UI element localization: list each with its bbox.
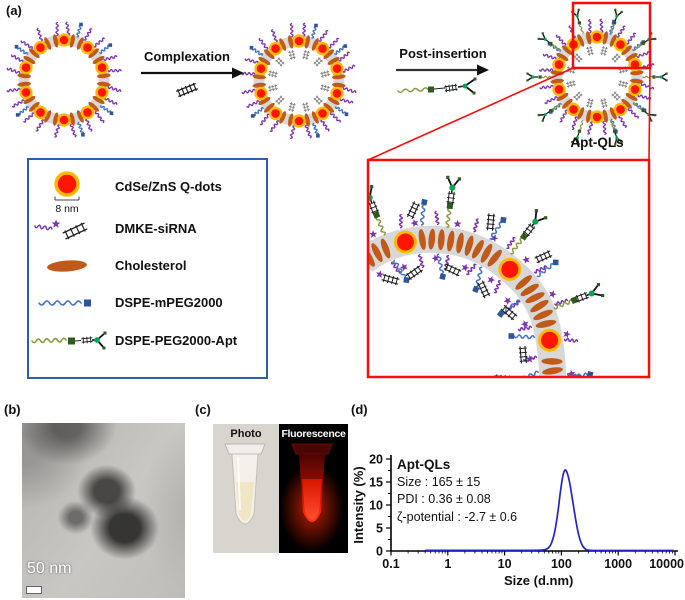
legend-label-dspe-apt: DSPE-PEG2000-Apt [115,333,238,348]
liposome-plain [6,21,122,138]
zoom-connector-lines [367,67,651,161]
stats-title: Apt-QLs [397,457,451,472]
legend-label-cholesterol: Cholesterol [115,258,187,273]
legend-label-qdots: CdSe/ZnS Q-dots [115,179,222,194]
legend-box: 8 nm CdSe/ZnS Q-dots DMKE-siRNA Choleste… [27,158,268,379]
tube-photos [213,424,348,553]
svg-text:1: 1 [444,557,451,571]
liposome-apt-qls [526,8,668,146]
svg-text:0: 0 [376,545,383,559]
svg-text:100: 100 [551,557,572,571]
fluorescence-label: Fluorescence [281,428,346,440]
tem-image [22,423,185,598]
apt-qls-label: Apt-QLs [570,135,624,150]
tem-scale-bar [26,586,42,594]
svg-text:5: 5 [376,522,383,536]
dspe-peg-apt-icon [397,77,477,95]
sirna-icon [175,82,199,98]
stats-zeta: ζ-potential : -2.7 ± 0.6 [397,509,518,524]
size-distribution-chart: 0 5 10 15 20 0.1 1 10 100 1000 10000 Intensity (%) S… [351,453,684,589]
liposome-sirna [240,22,357,139]
legend-icons [31,171,107,350]
panel-a-schematic [6,1,668,379]
svg-text:Size (d.nm): Size (d.nm) [504,573,573,588]
complexation-label: Complexation [144,49,230,64]
panel-b-label: (b) [4,402,21,417]
dls-stats: Apt-QLs Size : 165 ± 15 PDI : 0.36 ± 0.0… [397,456,517,526]
dls-curve [425,469,674,552]
svg-text:10: 10 [498,557,512,571]
panel-d-label: (d) [351,402,368,417]
legend-label-sirna: DMKE-siRNA [115,221,197,236]
panel-a-label: (a) [6,3,22,18]
svg-text:0.1: 0.1 [382,557,399,571]
svg-text:10: 10 [369,499,383,513]
post-insertion-arrow [396,64,489,76]
highlight-square [571,1,652,70]
stats-pdi: PDI : 0.36 ± 0.08 [397,492,491,506]
svg-text:15: 15 [369,476,383,490]
complexation-arrow [141,67,244,79]
panel-c-label: (c) [195,402,211,417]
tem-scale-label: 50 nm [27,560,72,577]
svg-text:Intensity (%): Intensity (%) [351,466,366,543]
svg-text:1000: 1000 [604,557,632,571]
post-insertion-label: Post-insertion [399,46,487,61]
qdot-scale-label: 8 nm [55,203,79,215]
stats-size: Size : 165 ± 15 [397,474,481,489]
zoom-inset [366,158,651,379]
photo-label: Photo [230,428,262,440]
svg-text:10000: 10000 [649,557,684,571]
legend-label-dspe-mpeg: DSPE-mPEG2000 [115,295,223,310]
svg-text:20: 20 [369,453,383,467]
